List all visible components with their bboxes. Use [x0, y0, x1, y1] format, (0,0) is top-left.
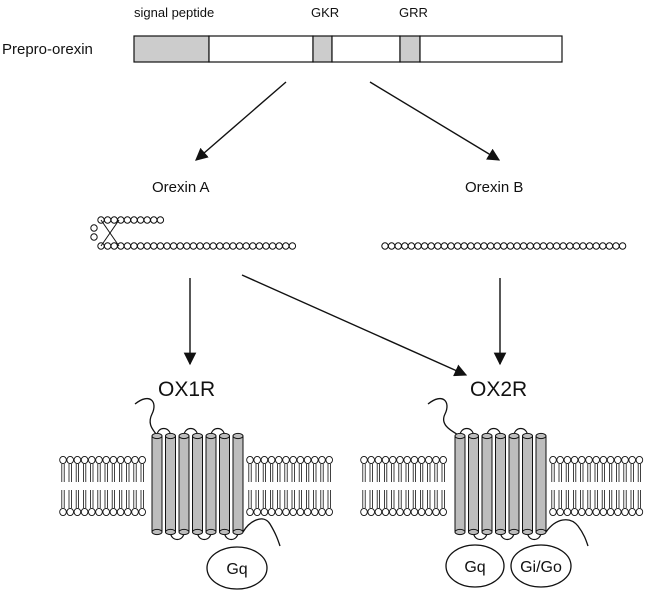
- orexin-a-label: Orexin A: [152, 179, 210, 196]
- ox2r-membrane: [360, 455, 644, 517]
- precursor-region-gkr: [312, 35, 333, 63]
- ox2r-gi-go-protein: Gi/Go: [510, 544, 572, 588]
- precursor-region-orexin-a: [208, 35, 314, 63]
- ox1r-gq-protein: Gq: [206, 546, 268, 590]
- precursor-name: Prepro-orexin: [2, 41, 93, 58]
- arrow-to-orexin-b: [369, 81, 501, 161]
- ox2r-gq-label: Gq: [464, 559, 485, 576]
- disulfide-bonds: [100, 219, 120, 247]
- precursor-region-signal-peptide: [133, 35, 210, 63]
- ox2r-label: OX2R: [470, 378, 527, 401]
- ox2r-gi-go-label: Gi/Go: [520, 559, 562, 576]
- signal-peptide-label: signal peptide: [134, 5, 214, 20]
- ox1r-label: OX1R: [158, 378, 215, 401]
- orexin-b-label: Orexin B: [465, 179, 523, 196]
- precursor-bar: [133, 35, 563, 63]
- ox1r-gq-label: Gq: [226, 561, 247, 578]
- grr-label: GRR: [399, 5, 428, 20]
- arrow-orexin-a-to-ox2r: [241, 274, 468, 377]
- ox2r-gq-protein: Gq: [445, 544, 505, 588]
- ox1r-receptor: [134, 398, 281, 547]
- precursor-region-orexin-b: [331, 35, 401, 63]
- arrow-to-orexin-a: [195, 81, 287, 161]
- ox1r-membrane: [59, 455, 333, 517]
- gkr-label: GKR: [311, 5, 339, 20]
- precursor-region-grr: [399, 35, 421, 63]
- orexin-a-peptide-chain: [90, 216, 297, 250]
- precursor-region-tail: [419, 35, 563, 63]
- ox2r-receptor: [427, 398, 589, 547]
- orexin-b-peptide-chain: [381, 242, 627, 250]
